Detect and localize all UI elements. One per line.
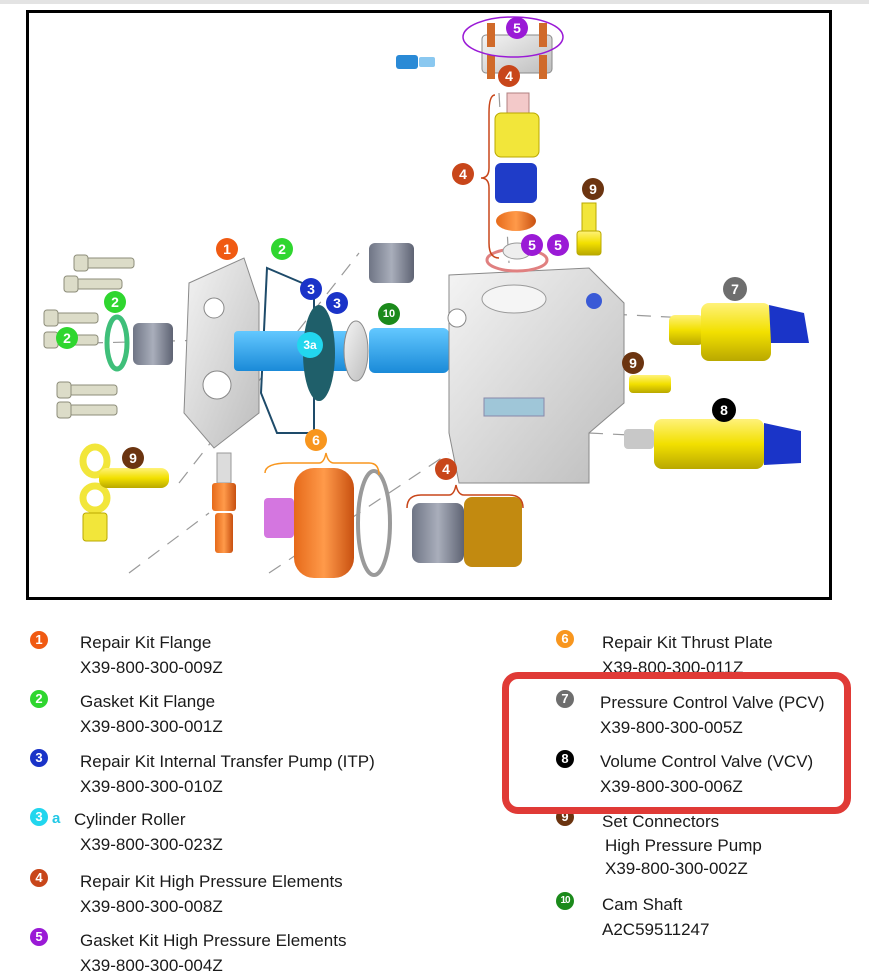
top-edge-bar — [0, 0, 869, 4]
callout-9-mid: 9 — [622, 352, 644, 374]
legend-code: X39-800-300-006Z — [600, 777, 743, 796]
legend-title: Repair Kit Flange — [80, 633, 212, 652]
callout-2-top: 2 — [271, 238, 293, 260]
legend-title: Repair Kit Internal Transfer Pump (ITP) — [80, 752, 375, 771]
badge-3a-suffix: a — [52, 810, 61, 827]
callout-5-top: 5 — [506, 17, 528, 39]
callout-4-top: 4 — [498, 65, 520, 87]
svg-text:5: 5 — [513, 20, 521, 36]
svg-text:9: 9 — [589, 181, 597, 197]
legend-code: X39-800-300-005Z — [600, 718, 743, 737]
yellow-connector-mid — [629, 375, 671, 393]
svg-text:2: 2 — [63, 330, 71, 346]
callout-3-upper: 3 — [300, 278, 322, 300]
thrust-plate — [264, 468, 392, 578]
badge-2: 2 — [30, 690, 48, 708]
legend-code: X39-800-300-002Z — [605, 859, 748, 878]
svg-text:5: 5 — [554, 237, 562, 253]
legend-title: Cam Shaft — [602, 895, 683, 914]
legend-title: Gasket Kit High Pressure Elements — [80, 931, 347, 950]
diagram-canvas: 1 2 2 2 3 3 3a 10 4 4 4 — [43, 16, 809, 578]
svg-text:2: 2 — [111, 294, 119, 310]
callout-5-mid-left: 5 — [521, 234, 543, 256]
svg-text:10: 10 — [383, 308, 395, 320]
legend-code: X39-800-300-023Z — [80, 835, 223, 854]
legend-title: Pressure Control Valve (PCV) — [600, 693, 825, 712]
cam-bushing — [369, 243, 414, 283]
callout-5-mid-right: 5 — [547, 234, 569, 256]
banjo-connector — [79, 443, 169, 542]
callout-3a: 3a — [297, 332, 323, 358]
top-gasket-highlight — [462, 16, 564, 58]
callout-10: 10 — [378, 303, 400, 325]
braces — [264, 94, 524, 509]
hp-nut — [464, 497, 522, 567]
exploded-pump-diagram: 1 2 2 2 3 3 3a 10 4 4 4 — [26, 10, 832, 600]
svg-text:3: 3 — [333, 295, 341, 311]
flange-oring — [104, 314, 130, 372]
badge-7: 7 — [556, 690, 574, 708]
legend-code: X39-800-300-008Z — [80, 897, 223, 916]
cam-shaft — [369, 328, 449, 373]
vcv-valve — [624, 419, 801, 469]
badge-3: 3 — [30, 749, 48, 767]
cylinder-part — [133, 323, 173, 365]
callout-1: 1 — [216, 238, 238, 260]
pump-housing — [447, 267, 625, 484]
legend-title: Repair Kit Thrust Plate — [602, 633, 773, 652]
callout-6: 6 — [305, 429, 327, 451]
flange-valve-element — [212, 452, 236, 553]
badge-3a: 3 — [30, 808, 48, 826]
svg-text:3a: 3a — [303, 338, 317, 352]
badge-1: 1 — [30, 631, 48, 649]
legend-title-line2: High Pressure Pump — [605, 836, 762, 855]
legend-code: X39-800-300-009Z — [80, 658, 223, 677]
svg-text:1: 1 — [223, 241, 231, 257]
flange-plate — [183, 257, 260, 449]
badge-4: 4 — [30, 869, 48, 887]
callout-4-side: 4 — [452, 163, 474, 185]
svg-text:3: 3 — [307, 281, 315, 297]
legend-code: X39-800-300-010Z — [80, 777, 223, 796]
legend-title: Repair Kit High Pressure Elements — [80, 872, 343, 891]
svg-text:9: 9 — [629, 355, 637, 371]
legend-code: X39-800-300-001Z — [80, 717, 223, 736]
svg-text:7: 7 — [731, 281, 739, 297]
svg-text:6: 6 — [312, 432, 320, 448]
pcv-valve — [669, 303, 809, 361]
callout-2-left: 2 — [56, 327, 78, 349]
legend-code: A2C59511247 — [602, 920, 710, 939]
svg-text:4: 4 — [442, 461, 450, 477]
callout-7: 7 — [723, 277, 747, 301]
svg-text:2: 2 — [278, 241, 286, 257]
badge-5: 5 — [30, 928, 48, 946]
legend-title: Gasket Kit Flange — [80, 692, 216, 711]
legend-title: Set Connectors — [602, 812, 720, 831]
badge-10: 10 — [556, 892, 574, 910]
callout-9-left: 9 — [122, 447, 144, 469]
svg-text:4: 4 — [459, 166, 467, 182]
legend-title: Volume Control Valve (VCV) — [600, 752, 814, 771]
callout-3-lower: 3 — [326, 292, 348, 314]
svg-text:4: 4 — [505, 68, 513, 84]
yellow-connector-top — [576, 202, 602, 256]
svg-text:8: 8 — [720, 402, 728, 418]
hp-bushing — [412, 503, 464, 563]
callout-2-mid: 2 — [104, 291, 126, 313]
small-connector — [396, 55, 435, 69]
svg-text:5: 5 — [528, 237, 536, 253]
callout-4-bottom: 4 — [435, 458, 457, 480]
hp-element-stack — [481, 23, 553, 273]
legend-code: X39-800-300-004Z — [80, 956, 223, 975]
callout-9-top: 9 — [582, 178, 604, 200]
itp-cover — [343, 320, 369, 382]
callout-8: 8 — [712, 398, 736, 422]
legend-title: Cylinder Roller — [74, 810, 186, 829]
badge-6: 6 — [556, 630, 574, 648]
svg-text:9: 9 — [129, 450, 137, 466]
badge-8: 8 — [556, 750, 574, 768]
